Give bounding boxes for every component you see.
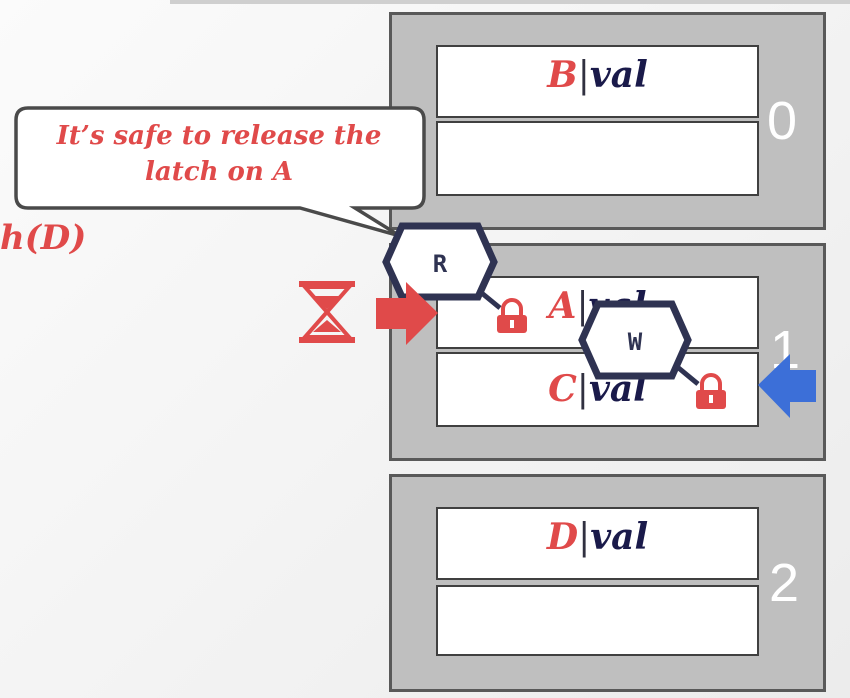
write-latch-label: W: [628, 328, 643, 356]
page-0-slot-0: B|val: [436, 45, 759, 118]
slot-key: B: [547, 54, 578, 96]
slot-value: val: [590, 516, 649, 558]
page-number-0: 0: [767, 91, 798, 151]
callout-text: It’s safe to release the latch on A: [56, 121, 382, 187]
slot-key: A: [548, 285, 577, 327]
slot-separator: |: [576, 286, 589, 327]
slot-separator: |: [577, 55, 590, 96]
slide-divider: [170, 0, 850, 4]
slot-separator: |: [578, 517, 591, 558]
slot-value: val: [589, 54, 648, 96]
page-0-slot-1: [436, 121, 759, 196]
probe-label: h(D): [0, 218, 87, 258]
read-latch-label: R: [433, 250, 448, 278]
slot-key: D: [546, 516, 579, 558]
page-2-slot-0: D|val: [436, 507, 759, 580]
page-number-2: 2: [769, 553, 800, 613]
slot-key: C: [548, 368, 577, 410]
page-2-slot-1: [436, 585, 759, 656]
slot-separator: |: [576, 369, 589, 410]
